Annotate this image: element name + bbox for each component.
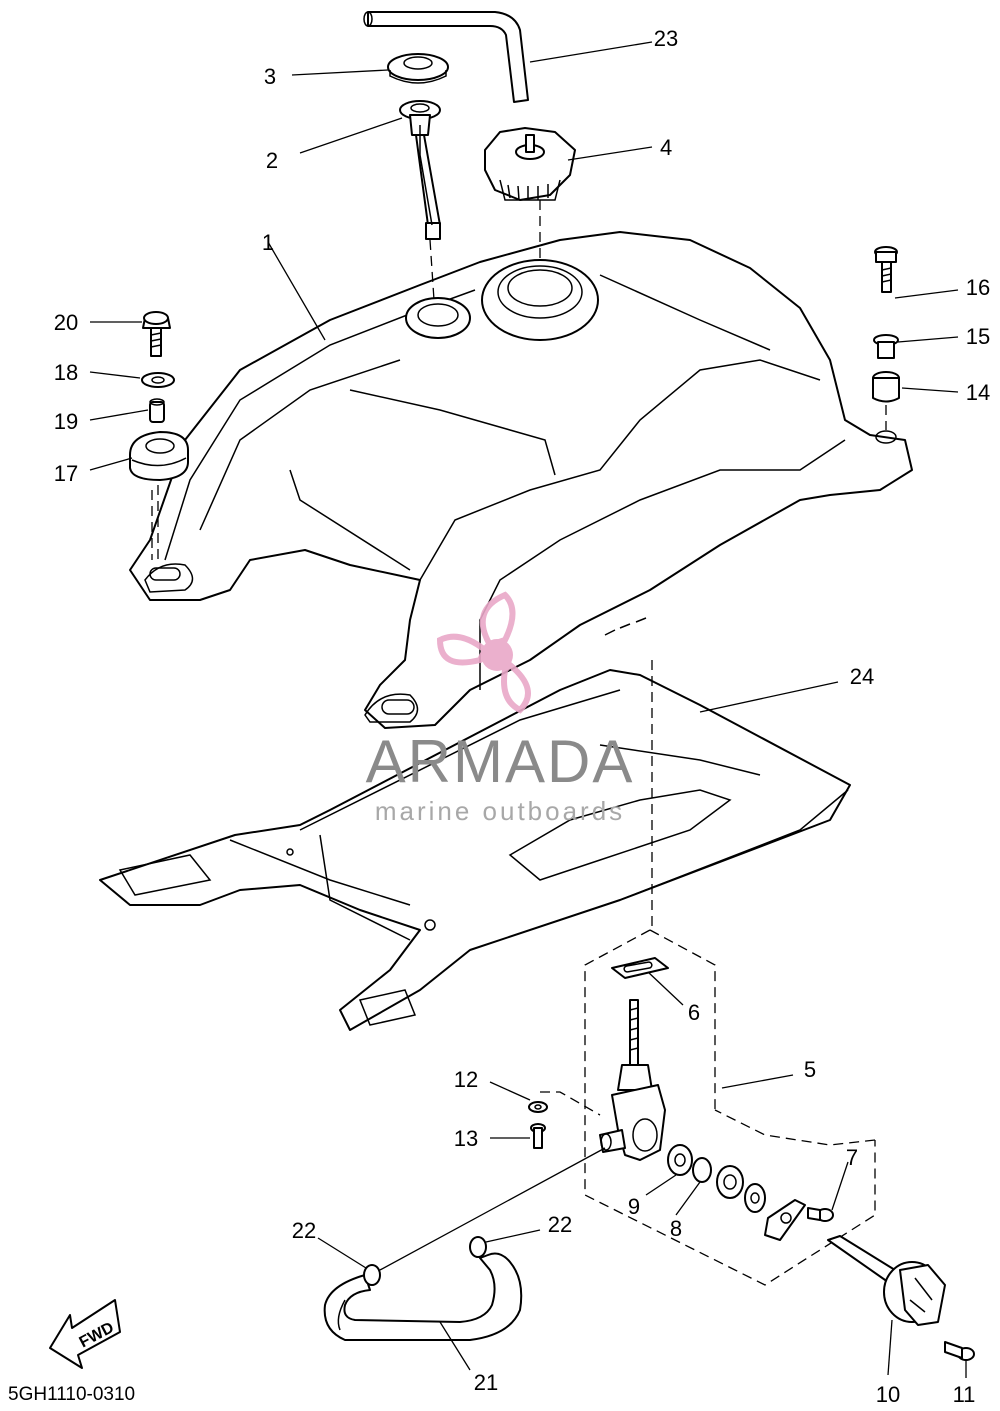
washer-18 <box>141 372 175 388</box>
callout-1: 1 <box>262 230 274 255</box>
diagram-code: 5GH1110-0310 <box>8 1384 135 1405</box>
callout-17: 17 <box>54 461 78 486</box>
callout-9: 9 <box>628 1194 640 1219</box>
callout-22-left: 22 <box>292 1218 316 1243</box>
forward-direction-arrow: FWD <box>49 1299 121 1369</box>
callout-4: 4 <box>660 135 672 160</box>
bolt-20 <box>142 311 171 357</box>
callout-19: 19 <box>54 409 78 434</box>
callout-12: 12 <box>454 1067 478 1092</box>
fuel-cock-lever <box>827 1235 946 1326</box>
collar-15 <box>873 334 899 359</box>
watermark-brand: ARMADA <box>366 728 635 795</box>
callout-18: 18 <box>54 360 78 385</box>
callout-23: 23 <box>654 26 678 51</box>
callout-labels: 1 2 3 4 5 6 7 8 9 10 11 12 13 14 15 16 1… <box>54 26 990 1407</box>
screw-13 <box>530 1123 546 1149</box>
armada-logo-icon <box>436 591 531 714</box>
armada-watermark: ARMADA marine outboards <box>366 591 635 826</box>
breather-hose <box>363 11 529 103</box>
fuel-tank <box>129 231 913 729</box>
callout-6: 6 <box>688 1000 700 1025</box>
screw-11 <box>944 1341 975 1361</box>
damper-17 <box>129 431 189 481</box>
callout-21: 21 <box>474 1370 498 1395</box>
fuel-hose <box>323 1252 523 1341</box>
fuel-cock-assembly <box>540 929 876 1286</box>
callout-24: 24 <box>850 664 874 689</box>
callout-20: 20 <box>54 310 78 335</box>
tank-bracket-plate <box>99 669 851 1031</box>
hose-clip-22a <box>363 1264 381 1286</box>
collar-19 <box>149 398 165 423</box>
watermark-tagline: marine outboards <box>375 796 625 826</box>
callout-10: 10 <box>876 1382 900 1407</box>
callout-15: 15 <box>966 324 990 349</box>
bolt-16 <box>874 246 898 293</box>
callout-11: 11 <box>953 1382 976 1407</box>
hose-clip-22b <box>469 1236 487 1258</box>
callout-5: 5 <box>804 1057 816 1082</box>
callout-8: 8 <box>670 1216 682 1241</box>
callout-3: 3 <box>264 64 276 89</box>
screw-7 <box>807 1207 834 1222</box>
grommet <box>387 53 449 84</box>
washer-12 <box>528 1101 548 1113</box>
fuel-gauge-sender <box>399 100 441 240</box>
callout-14: 14 <box>966 380 990 405</box>
callout-16: 16 <box>966 275 990 300</box>
leader-lines <box>89 41 967 1378</box>
callout-13: 13 <box>454 1126 478 1151</box>
callout-2: 2 <box>266 148 278 173</box>
damper-14 <box>872 371 900 403</box>
callout-22-right: 22 <box>548 1212 572 1237</box>
fuel-tank-cap <box>484 127 576 201</box>
callout-7: 7 <box>846 1145 858 1170</box>
